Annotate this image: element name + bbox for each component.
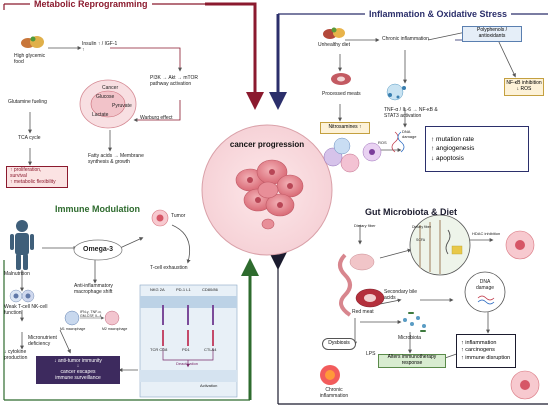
center-title: cancer progression	[229, 140, 305, 149]
receptor-bottom-1: TCR CD8	[150, 347, 168, 352]
receptor-top-2: PD-1 L1	[176, 287, 191, 292]
metabolic-title: Metabolic Reprogramming	[30, 0, 152, 9]
cell-label-glucose: Glucose	[96, 94, 115, 100]
dietary-fiber-label: Dietary fiber	[354, 223, 376, 228]
omega3-label: Omega-3	[83, 246, 113, 253]
macro-label-m2: M2 macrophage	[102, 327, 128, 331]
inflammation-outcome-box: ↑ mutation rate ↑ angiogenesis ↓ apoptos…	[425, 126, 529, 172]
inflammation-outcome-2: ↑ angiogenesis	[431, 145, 475, 153]
processed-meats: Processed meats	[322, 91, 361, 97]
gut-outcome-1: ↑ inflammation	[461, 339, 497, 346]
macro-label-cytokines: IFN-γ, TNF-α, GM-CSF, IL-4	[80, 310, 102, 319]
ros-label: ROS	[378, 140, 387, 145]
secondary-bile-label: Secondary bile acids	[384, 289, 418, 301]
cell-label-cancer: Cancer	[102, 85, 119, 91]
tnf-label: TNF-α / IL-6 → NF-κB & STAT3 activation	[384, 107, 438, 119]
red-meat-label: Red meat	[352, 309, 374, 315]
inflammation-title: Inflammation & Oxidative Stress	[365, 9, 512, 19]
dysbiosis-box: Dysbiosis	[322, 338, 356, 350]
immunotherapy-box: Alters immunotherapy response	[378, 354, 446, 368]
warburg-label: Warburg effect	[140, 115, 173, 121]
gut-outcome-3: ↑ immune disruption	[461, 354, 511, 361]
immune-outcome-3: cancer escapes	[60, 369, 96, 375]
t-cell-exhaustion: T-cell exhaustion	[150, 265, 188, 271]
immune-outcome-4: immune surveillance	[55, 374, 101, 381]
gut-title: Gut Microbiota & Diet	[365, 207, 457, 217]
food-icon	[20, 34, 46, 50]
inflammation-dna-damage: DNA damage	[402, 129, 417, 139]
metabolic-outcome-3: ↑ metabolic flexibility	[10, 178, 56, 185]
person-icon	[10, 220, 34, 270]
scfa-label: SCFA	[416, 238, 426, 242]
insulin-label: Insulin ↑ / IGF-1 ↑	[82, 41, 118, 53]
fatty-acids-label: Fatty acids → Membrane synthesis & growt…	[88, 153, 144, 165]
metabolic-outcome-1: ↑ proliferation,	[10, 167, 42, 174]
tumor-cluster	[235, 159, 304, 230]
tca-label: TCA cycle	[18, 135, 41, 141]
activation-label: Activation	[200, 383, 218, 388]
immune-title: Immune Modulation	[55, 204, 140, 214]
macro-label-m1: M1 macrophage	[60, 327, 86, 331]
malnutrition: Malnutrition	[4, 271, 30, 277]
immune-outcome-box: ↓ anti-tumor immunity ↓ cancer escapes i…	[36, 356, 120, 384]
tumor-label: Tumor	[171, 213, 186, 219]
nitrosamines-box: Nitrosamines ↑	[320, 122, 370, 134]
cell-label-pyruvate: Pyruvate	[112, 103, 132, 109]
deactivation-label: Deactivation	[176, 361, 199, 366]
gut-chronic-inflammation: Chronic inflammation	[319, 387, 349, 399]
micronutrient-label: Micronutrient deficiency	[28, 335, 57, 347]
immune-outcome-2: ↓	[76, 363, 80, 370]
macrophage-shift: Anti-inflammatory macrophage shift	[74, 283, 113, 295]
dietary-fiber-label-2: Dietary fiber	[412, 225, 431, 229]
receptor-top-3: CD80/86	[202, 287, 218, 292]
receptor-bottom-2: PD1	[182, 347, 190, 352]
chronic-inflammation-label: Chronic inflammation	[382, 36, 429, 42]
cell-label-lactate: Lactate	[92, 112, 109, 118]
metabolic-outcome-2: survival	[10, 173, 27, 180]
glutamine-label: Glutamine fueling	[8, 99, 47, 105]
microbiota-label: Microbiota	[398, 335, 422, 341]
diet-icon	[322, 26, 346, 40]
nfkb-box: NF-κB inhibition ↓ ROS	[504, 78, 544, 96]
weak-tcell-label: Weak T-cell NK-cell function	[4, 304, 48, 316]
receptor-top-1: NKG 2A	[150, 287, 165, 292]
metabolic-outcome-box: ↑ proliferation, survival ↑ metabolic fl…	[6, 166, 68, 188]
inflammation-outcome-1: ↑ mutation rate	[431, 136, 474, 144]
unhealthy-diet: Unhealthy diet	[318, 42, 350, 48]
cytokine-label: ↓ cytokine production	[4, 349, 28, 361]
gut-outcome-box: ↑ inflammation ↑ carcinogens ↑ immune di…	[456, 334, 516, 368]
high-glycemic-food: High glycemic food	[14, 53, 46, 65]
immune-outcome-1: ↓ anti-tumor immunity	[54, 357, 102, 364]
receptor-bottom-3: CTLA4	[204, 347, 217, 352]
gut-dna-damage: DNA damage	[475, 279, 495, 291]
meat-icon	[330, 72, 352, 86]
gut-outcome-2: ↑ carcinogens	[461, 347, 495, 354]
lps-label: LPS	[366, 351, 376, 357]
polyphenols-box: Polyphenols / antioxidants	[462, 26, 522, 42]
inflammation-outcome-3: ↓ apoptosis	[431, 154, 464, 162]
hdac-label: HDAC inhibition	[472, 231, 501, 236]
pi3k-label: PI3K → Akt → mTOR pathway activation	[150, 75, 198, 87]
